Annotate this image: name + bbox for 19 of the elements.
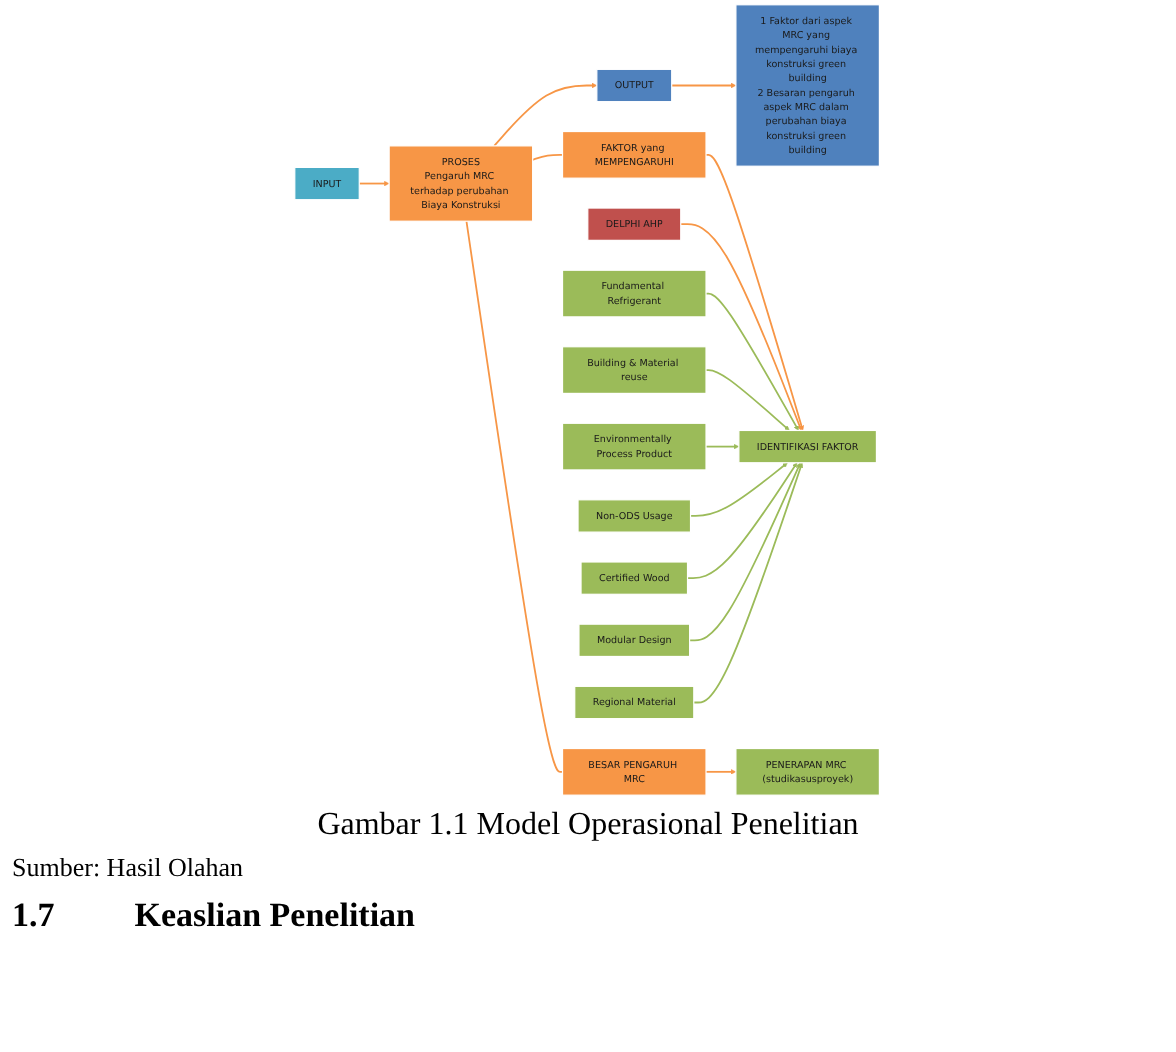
figure-caption: Gambar 1.1 Model Operasional Penelitian bbox=[315, 808, 861, 844]
source-note: Sumber: Hasil Olahan bbox=[12, 852, 246, 884]
section-number: 1.7 bbox=[12, 896, 55, 936]
connector bbox=[532, 154, 565, 161]
arrow bbox=[689, 462, 802, 642]
arrow bbox=[706, 444, 741, 450]
arrow bbox=[687, 462, 799, 580]
arrow bbox=[706, 769, 738, 775]
arrow bbox=[706, 292, 800, 431]
arrow bbox=[359, 180, 391, 187]
arrow bbox=[690, 462, 789, 517]
arrow bbox=[706, 369, 791, 431]
arrow bbox=[693, 462, 805, 704]
section-heading: Keaslian Penelitian bbox=[134, 896, 415, 936]
arrow bbox=[680, 223, 803, 431]
arrow bbox=[671, 82, 738, 89]
arrow bbox=[494, 82, 598, 147]
connector bbox=[466, 220, 565, 773]
arrow bbox=[706, 154, 805, 431]
